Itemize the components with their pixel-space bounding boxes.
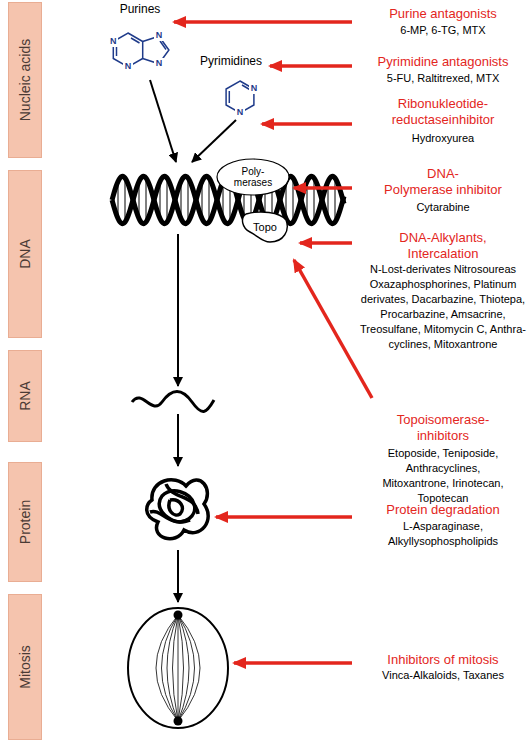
spindle-fiber — [178, 615, 195, 721]
spindle-fiber — [178, 615, 200, 721]
helix-rung — [195, 196, 196, 203]
atom-label: N — [108, 36, 118, 47]
drug-list: 6-MP, 6-TG, MTX — [360, 23, 526, 38]
text-line: Topoisomerase- — [360, 412, 526, 428]
flow-arrow — [150, 80, 236, 602]
helix-rung — [216, 196, 217, 203]
drug-class-heading: Purine antagonists — [360, 6, 526, 22]
atom-label: N — [249, 83, 259, 94]
node-text: Poly- merases — [234, 166, 272, 188]
level-band: Mitosis — [8, 594, 42, 740]
drug-class-heading: DNA- Polymerase inhibitor — [360, 166, 526, 198]
spindle-fiber — [162, 615, 179, 721]
text-line: inhibitors — [417, 428, 469, 443]
level-band: RNA — [8, 350, 42, 442]
helix-rung — [286, 181, 287, 219]
drug-list: N-Lost-derivates Nitrosoureas Oxazaphosp… — [360, 262, 526, 352]
level-band: Protein — [8, 462, 42, 582]
text-line: N-Lost-derivates Nitrosoureas Oxazaphosp… — [360, 262, 526, 337]
helix-rung — [181, 181, 182, 219]
helix-rung — [300, 196, 301, 203]
spindle-fiber — [167, 615, 178, 721]
helix-rung — [188, 178, 189, 223]
helix-rung — [202, 181, 203, 219]
text-line: cyclines, Mitoxantrone — [389, 338, 498, 350]
text-line: Poly- — [234, 166, 272, 177]
helix-rung — [314, 178, 315, 223]
helix-rung — [279, 196, 280, 203]
drug-list: Cytarabine — [360, 200, 526, 215]
helix-rung — [118, 181, 119, 219]
drug-list: L-Asparaginase, Alkyllysophospholipids — [360, 519, 526, 549]
topoisomerase-shape: Topo — [240, 210, 290, 244]
node-text: RNA — [17, 381, 33, 411]
spindle-fiber — [173, 615, 179, 721]
drug-class-heading: Pyrimidine antagonists — [360, 54, 526, 70]
enzyme-oval: Poly- merases — [216, 158, 290, 196]
helix-rung — [132, 196, 133, 203]
node-text: Nucleic acids — [17, 39, 33, 121]
spindle-fiber — [178, 615, 179, 721]
atom-label: N — [123, 61, 133, 72]
drug-class-heading: Topoisomerase- inhibitors — [360, 412, 526, 444]
spindle-fiber — [156, 615, 178, 721]
helix-rung — [160, 181, 161, 219]
text-line: merases — [234, 177, 272, 188]
helix-rung — [293, 178, 294, 223]
molecule-label: Purines — [100, 2, 180, 16]
atom-label: N — [235, 107, 245, 118]
drug-list: Vinca-Alkaloids, Taxanes — [360, 668, 526, 683]
helix-rung — [174, 196, 175, 203]
text-line: Polymerase inhibitor — [384, 182, 502, 197]
atom-label: N — [154, 30, 164, 41]
molecule-label: Pyrimidines — [195, 54, 267, 68]
drug-list: 5-FU, Raltitrexed, MTX — [360, 71, 526, 86]
helix-rung — [335, 178, 336, 223]
helix-rung — [167, 178, 168, 223]
node-text: DNA — [17, 239, 33, 269]
helix-rung — [258, 196, 259, 203]
level-band: Nucleic acids — [8, 2, 42, 158]
drug-list: Hydroxyurea — [360, 131, 526, 146]
mitotic-spindle — [128, 608, 228, 728]
node-text: Protein — [17, 500, 33, 544]
helix-rung — [153, 196, 154, 203]
helix-rung — [125, 178, 126, 223]
helix-rung — [139, 181, 140, 219]
text-line: reductaseinhibitor — [392, 112, 495, 127]
helix-rung — [209, 178, 210, 223]
node-text: Mitosis — [17, 645, 33, 689]
level-band: DNA — [8, 170, 42, 338]
helix-rung — [321, 196, 322, 203]
helix-rung — [342, 196, 343, 203]
protein-blob — [147, 480, 208, 539]
rna-strand — [132, 392, 214, 412]
spindle-fiber — [178, 615, 189, 721]
text-line: DNA- — [360, 166, 526, 182]
drug-list: Etoposide, Teniposide, Anthracyclines, M… — [378, 446, 508, 506]
atom-label: N — [154, 58, 164, 69]
drug-arrow — [174, 22, 372, 663]
drug-class-heading: Ribonukleotide- reductaseinhibitor — [360, 96, 526, 128]
drug-class-heading: Protein degradation — [360, 502, 526, 518]
helix-rung — [237, 196, 238, 203]
text-line: Ribonukleotide- — [360, 96, 526, 112]
node-text: Topo — [253, 221, 277, 233]
drug-class-heading: Inhibitors of mitosis — [360, 652, 526, 668]
spindle-fiber — [178, 615, 184, 721]
drug-class-heading: DNA-Alkylants, Intercalation — [383, 230, 503, 262]
helix-rung — [146, 178, 147, 223]
